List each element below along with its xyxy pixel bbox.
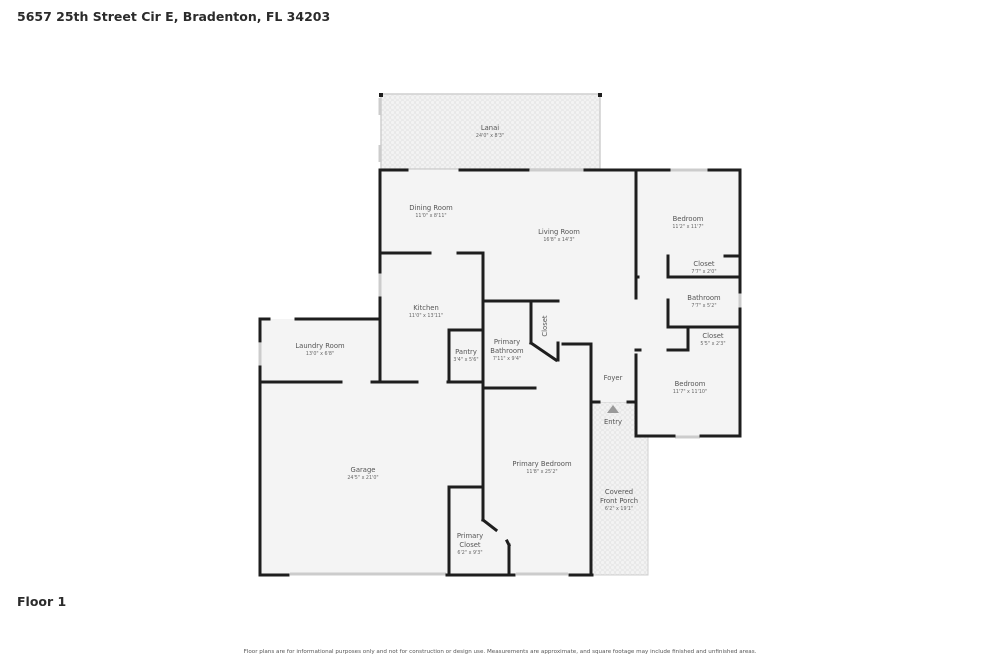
pantry-label: Pantry <box>455 348 477 356</box>
svg-text:13'0" x 6'8": 13'0" x 6'8" <box>306 351 334 357</box>
entry-label: Entry <box>604 418 622 426</box>
room-fills <box>260 170 740 575</box>
laundry-room-label: Laundry Room <box>295 342 345 350</box>
garage-label: Garage <box>351 466 376 474</box>
closet-3-label: Closet <box>541 315 549 337</box>
room-labels: Lanai 24'0" x 8'3" Dining Room 11'0" x 8… <box>295 124 725 556</box>
svg-text:Bathroom: Bathroom <box>490 347 524 355</box>
svg-text:24'0" x 8'3": 24'0" x 8'3" <box>476 133 504 139</box>
svg-text:3'4" x 5'6": 3'4" x 5'6" <box>453 357 478 363</box>
svg-text:7'7" x 2'0": 7'7" x 2'0" <box>691 269 716 275</box>
svg-text:Front Porch: Front Porch <box>600 497 638 505</box>
primary-bedroom-label: Primary Bedroom <box>512 460 572 468</box>
kitchen-label: Kitchen <box>413 304 439 312</box>
closet-2-label: Closet <box>702 332 724 340</box>
primary-closet-label: Primary <box>457 532 483 540</box>
property-address: 5657 25th Street Cir E, Bradenton, FL 34… <box>17 9 331 24</box>
dining-room-label: Dining Room <box>409 204 453 212</box>
svg-text:11'8" x 25'2": 11'8" x 25'2" <box>526 469 557 475</box>
entry-arrow-icon <box>607 405 619 413</box>
lanai-area <box>379 93 602 170</box>
svg-text:11'0" x 8'11": 11'0" x 8'11" <box>415 213 446 219</box>
floor-label: Floor 1 <box>17 594 67 609</box>
svg-text:16'8" x 14'3": 16'8" x 14'3" <box>543 237 574 243</box>
bathroom-label: Bathroom <box>687 294 721 302</box>
svg-text:7'11" x 9'4": 7'11" x 9'4" <box>493 356 521 362</box>
svg-text:11'0" x 13'11": 11'0" x 13'11" <box>409 313 443 319</box>
disclaimer: Floor plans are for informational purpos… <box>243 649 757 655</box>
foyer-label: Foyer <box>604 374 623 382</box>
svg-text:24'5" x 21'0": 24'5" x 21'0" <box>347 475 378 481</box>
svg-text:5'5" x 2'3": 5'5" x 2'3" <box>700 341 725 347</box>
bedroom-1-label: Bedroom <box>673 215 704 223</box>
primary-bathroom-label: Primary <box>494 338 520 346</box>
walls <box>258 168 742 577</box>
svg-text:11'7" x 11'10": 11'7" x 11'10" <box>673 389 707 395</box>
covered-front-porch-label: Covered <box>605 488 633 496</box>
svg-text:Closet: Closet <box>459 541 481 549</box>
svg-text:7'7" x 5'2": 7'7" x 5'2" <box>691 303 716 309</box>
svg-text:11'2" x 11'7": 11'2" x 11'7" <box>672 224 703 230</box>
windows <box>258 98 742 576</box>
closet-1-label: Closet <box>693 260 715 268</box>
living-room-label: Living Room <box>538 228 580 236</box>
svg-text:6'2" x 9'3": 6'2" x 9'3" <box>457 550 482 556</box>
bedroom-2-label: Bedroom <box>675 380 706 388</box>
svg-text:6'2" x 19'1": 6'2" x 19'1" <box>605 506 633 512</box>
lanai-label: Lanai <box>481 124 499 132</box>
